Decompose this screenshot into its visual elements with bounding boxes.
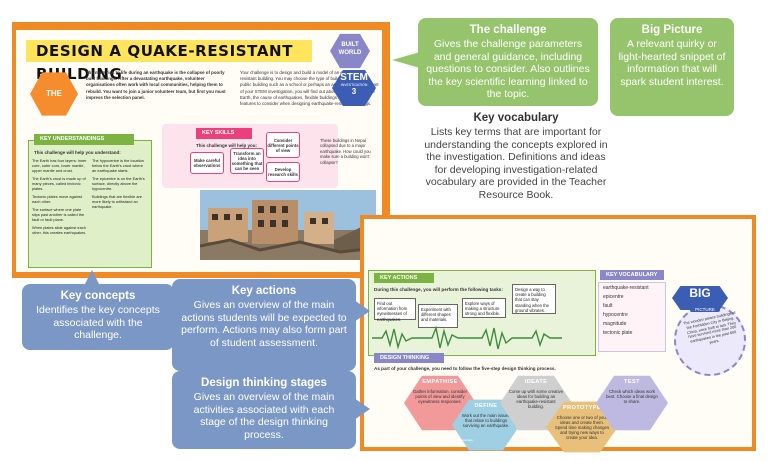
stage-name: PROTOTYPE: [563, 405, 601, 411]
callout-title: Big Picture: [641, 24, 703, 36]
callout-title: Key concepts: [60, 290, 136, 302]
callout-text: Gives the challenge parameters and gener…: [426, 38, 590, 100]
stage-name: EMPATHISE: [422, 379, 458, 385]
list-item: Buildings that are flexible are more lik…: [92, 194, 142, 209]
skill-item: Make careful observations: [190, 152, 224, 174]
callout-pointer-icon: [392, 52, 420, 68]
action-card: Find out information from eyewitnesses o…: [374, 298, 416, 322]
key-actions-sub: During this challenge, you will perform …: [374, 287, 503, 292]
list-item: The surface where one plate slips past a…: [32, 207, 85, 222]
callout-key-concepts: Key concepts Identifies the key concepts…: [22, 284, 174, 350]
key-skills-heading: KEY SKILLS: [196, 128, 252, 139]
callout-title: Design thinking stages: [201, 377, 327, 389]
callout-text: Lists key terms that are important for u…: [424, 126, 608, 201]
challenge-text: Your challenge is to design and build a …: [240, 70, 379, 107]
callout-text: Gives an overview of the main actions st…: [181, 299, 347, 349]
page-title: DESIGN A QUAKE-RESISTANT BUILDING: [24, 38, 314, 83]
callout-pointer-icon: [354, 300, 370, 322]
design-thinking-heading: DESIGN THINKING STAGES: [374, 353, 444, 371]
skill-item: Transform an idea into something that ca…: [230, 148, 264, 174]
callout-title: Key vocabulary: [473, 112, 559, 124]
photo-caption: These buildings in Nepal collapsed due t…: [320, 138, 371, 165]
key-understandings-heading: KEY UNDERSTANDINGS: [34, 134, 134, 145]
key-understandings-right: The hypocentre is the location below the…: [92, 158, 148, 212]
list-item: The Earth's crust is made up of many pie…: [32, 176, 86, 191]
callout-key-actions: Key actions Gives an overview of the mai…: [172, 279, 356, 371]
page-footer: 72 STEM Investigations 3 ISBN 978 1 4202…: [364, 438, 473, 442]
key-understandings-box: [28, 140, 152, 268]
callout-key-vocabulary: Key vocabulary Lists key terms that are …: [416, 106, 616, 222]
vocab-item: epicentre: [603, 294, 624, 300]
key-vocabulary-heading: KEY VOCABULARY: [600, 270, 664, 280]
vocab-item: tectonic plate: [603, 330, 633, 336]
callout-text: Gives an overview of the main activities…: [193, 391, 335, 441]
collapsed-building-photo: [200, 190, 376, 260]
key-skills-sub: This challenge will help you:: [196, 143, 258, 148]
callout-big-picture: Big Picture A relevant quirky or light-h…: [610, 18, 734, 116]
list-item: The Earth has four layers: inner core, o…: [32, 158, 87, 173]
action-card: Design a way to create a building that c…: [512, 284, 556, 314]
list-item: The hypocentre is the location below the…: [92, 158, 144, 173]
list-item: When plates slide against each other, th…: [32, 225, 87, 235]
callout-text: A relevant quirky or light-hearted snipp…: [618, 38, 726, 88]
stem-subtitle: INVESTIGATION: [340, 83, 368, 87]
action-card: Explore ways of making a structure stron…: [462, 298, 506, 318]
stage-text: Work out the main issues that relate to …: [461, 413, 511, 428]
callout-design-thinking: Design thinking stages Gives an overview…: [172, 371, 356, 449]
stage-text: Check which ideas work best. Choose a fi…: [606, 389, 658, 404]
big-picture-title: BIG: [672, 286, 728, 310]
list-item: The epicentre is on the Earth's surface,…: [92, 176, 145, 191]
key-vocabulary-box: earthquake-resistant epicentre fault hyp…: [598, 282, 666, 352]
stage-text: Gather information, consider points of v…: [412, 389, 468, 404]
design-thinking-sub: As part of your challenge, you need to f…: [374, 366, 556, 371]
vocab-item: magnitude: [603, 321, 627, 327]
stage-text: Come up with some creative ideas for bui…: [508, 389, 564, 409]
seismograph-wave-icon: [372, 325, 562, 350]
list-item: Tectonic plates move against each other.: [32, 194, 82, 204]
stem-badge: STEM INVESTIGATION 3: [332, 70, 376, 106]
skill-item: Consider different points of view: [266, 132, 300, 158]
skill-item: Develop research skills: [266, 162, 300, 182]
big-picture-subtitle: PICTURE: [690, 307, 720, 312]
vocab-item: earthquake-resistant: [603, 285, 649, 291]
stage-name: DEFINE: [474, 403, 498, 409]
callout-title: Key actions: [231, 285, 297, 297]
stage-name: IDEATE: [524, 379, 548, 385]
intro-text: The main risk to life during an earthqua…: [86, 70, 226, 100]
stem-number: 3: [351, 87, 357, 96]
callout-pointer-icon: [354, 398, 370, 420]
callout-text: Identifies the key concepts associated w…: [36, 304, 160, 341]
vocab-item: hypocentre: [603, 312, 628, 318]
action-card: Experiment with different shapes and mat…: [418, 304, 458, 328]
stage-text: Choose one or two of your ideas and crea…: [554, 415, 610, 440]
callout-pointer-icon: [84, 270, 100, 286]
stage-name: TEST: [624, 379, 640, 385]
key-understandings-left: The Earth has four layers: inner core, o…: [32, 158, 88, 238]
stem-title: STEM: [340, 72, 368, 83]
callout-challenge: The challenge Gives the challenge parame…: [418, 18, 598, 106]
key-actions-heading: KEY ACTIONS: [374, 273, 434, 283]
key-understandings-sub: This challenge will help you understand:: [34, 150, 121, 155]
vocab-item: fault: [603, 303, 613, 309]
callout-title: The challenge: [469, 24, 547, 36]
